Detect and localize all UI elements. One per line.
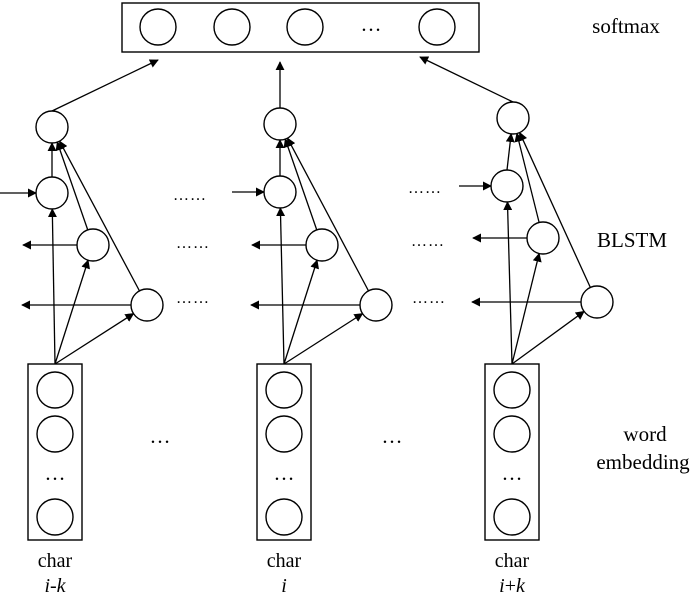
embedding-node: [493, 415, 531, 453]
connection-arrow: [54, 313, 135, 365]
softmax-label: softmax: [592, 14, 660, 38]
connection-arrow: [58, 140, 148, 306]
blstm-label: BLSTM: [597, 228, 667, 252]
lstm-hidden-node: [76, 228, 110, 262]
softmax-node: [213, 8, 251, 46]
lstm-hidden-node: [580, 285, 614, 319]
connection-arrow: [55, 141, 94, 246]
embedding-label-line1: word: [623, 422, 667, 446]
embedding-dots: …: [150, 424, 171, 448]
hidden-row2-dots: ……: [411, 233, 445, 250]
connection-arrow: [276, 207, 286, 365]
embedding-node: [265, 498, 303, 536]
between-column-dots: …… …… …… …… …… …… … …: [150, 180, 446, 448]
char-index-prefix: i: [499, 575, 505, 597]
hidden-row3-dots: ……: [412, 290, 446, 307]
connection-arrow: [511, 252, 542, 365]
embedding-ellipsis: …: [45, 461, 66, 485]
edges-layer: [0, 56, 598, 365]
embedding-node: [265, 371, 303, 409]
output-node: [263, 107, 297, 141]
output-node: [496, 101, 530, 135]
lstm-hidden-node: [359, 288, 393, 322]
embedding-dots: …: [382, 424, 403, 448]
lstm-hidden-node: [35, 176, 69, 210]
connection-arrow: [518, 131, 598, 303]
embedding-node: [36, 371, 74, 409]
connection-arrow: [419, 56, 514, 103]
connection-arrow: [283, 138, 323, 246]
embedding-ellipsis: …: [502, 461, 523, 485]
connection-arrow: [54, 259, 90, 365]
char-index-operator: -: [50, 575, 57, 597]
softmax-ellipsis: …: [361, 12, 382, 36]
connection-arrow: [505, 133, 515, 171]
char-label: char: [495, 550, 530, 572]
connection-arrow: [511, 310, 585, 365]
embedding-node: [493, 498, 531, 536]
softmax-node: [286, 8, 324, 46]
output-node: [35, 110, 69, 144]
hidden-row2-dots: ……: [176, 235, 210, 252]
char-label: char: [267, 550, 302, 572]
softmax-node: [418, 8, 456, 46]
connection-arrow: [283, 259, 319, 365]
connection-arrow: [51, 59, 159, 112]
lstm-hidden-node: [305, 228, 339, 262]
connection-arrow: [286, 137, 377, 306]
char-index: i+k: [499, 575, 526, 597]
softmax-node: [139, 8, 177, 46]
char-index: i-k: [44, 575, 66, 597]
softmax-layer: …: [121, 2, 480, 53]
embedding-node: [36, 498, 74, 536]
connection-arrow: [514, 132, 544, 239]
lstm-hidden-node: [263, 175, 297, 209]
hidden-row1-dots: ……: [173, 187, 207, 204]
lstm-hidden-node: [130, 288, 164, 322]
char-index-variable: k: [57, 575, 67, 597]
char-index-operator: +: [505, 575, 516, 597]
embedding-label-line2: embedding: [596, 450, 690, 474]
lstm-hidden-node: [526, 221, 560, 255]
hidden-row1-dots: ……: [408, 180, 442, 197]
side-labels: softmax BLSTM word embedding: [592, 14, 690, 474]
column-1: … char i-k: [27, 110, 164, 597]
char-index-prefix: i: [44, 575, 50, 597]
embedding-node: [36, 415, 74, 453]
embedding-ellipsis: …: [274, 461, 295, 485]
char-index-prefix: i: [281, 575, 287, 597]
column-3: … char i+k: [484, 101, 614, 597]
embedding-node: [493, 371, 531, 409]
connection-arrow: [47, 208, 57, 365]
lstm-hidden-node: [490, 169, 524, 203]
char-index-variable: k: [516, 575, 526, 597]
connection-arrow: [503, 201, 513, 365]
column-2: … char i: [256, 107, 393, 597]
embedding-node: [265, 415, 303, 453]
connection-arrow: [283, 313, 364, 365]
hidden-row3-dots: ……: [176, 290, 210, 307]
char-index: i: [281, 575, 287, 597]
char-label: char: [38, 550, 73, 572]
